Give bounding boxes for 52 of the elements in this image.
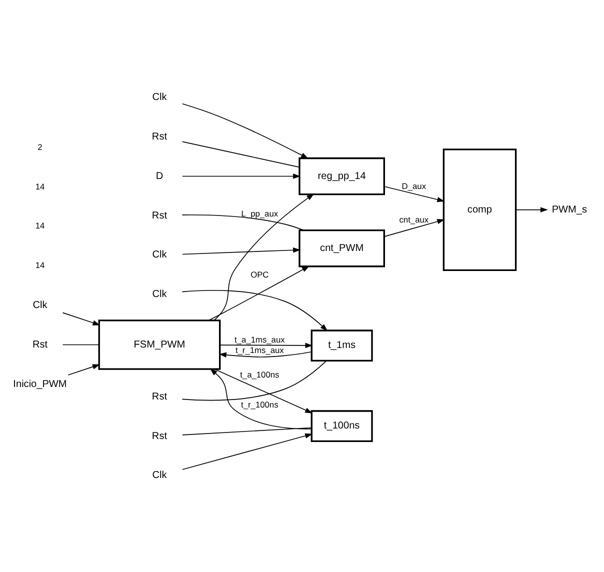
connector bbox=[182, 214, 304, 230]
arrow bbox=[210, 368, 312, 429]
arrow bbox=[182, 246, 301, 254]
node-text: D bbox=[156, 170, 164, 182]
label: 14 bbox=[35, 180, 45, 191]
node-box: FSM_PWM bbox=[98, 319, 221, 370]
arrow bbox=[214, 368, 313, 413]
arrow bbox=[214, 193, 314, 320]
arrow bbox=[384, 218, 445, 236]
node-text: Rst bbox=[32, 338, 48, 350]
arrow bbox=[220, 342, 313, 348]
edge-label: t_a_1ms_aux bbox=[234, 334, 285, 344]
arrow bbox=[68, 364, 100, 375]
edge-label: t_r_1ms_aux bbox=[235, 344, 284, 355]
label: 2 bbox=[38, 141, 42, 152]
arrow bbox=[182, 102, 308, 158]
node-text: Rst bbox=[152, 430, 168, 442]
arrow bbox=[515, 206, 548, 212]
connector bbox=[62, 344, 100, 345]
connector bbox=[182, 360, 327, 400]
edge-label: t_a_100ns bbox=[240, 368, 280, 379]
node-text: Rst bbox=[152, 210, 168, 221]
arrow bbox=[208, 265, 310, 320]
arrow bbox=[384, 186, 445, 202]
connector bbox=[182, 140, 300, 168]
arrow bbox=[182, 289, 328, 331]
node-text: Inicio_PWM bbox=[13, 378, 67, 390]
arrow bbox=[182, 432, 313, 470]
node-text: Rst bbox=[152, 390, 168, 402]
label: 14 bbox=[35, 260, 45, 270]
node-text: Clk bbox=[152, 288, 167, 300]
edge-label: cnt_aux bbox=[399, 214, 429, 224]
edge-label: D_aux bbox=[402, 180, 426, 190]
node-text: Clk bbox=[152, 470, 167, 481]
node-box: cnt_PWM bbox=[298, 229, 385, 267]
node-box: reg_pp_14 bbox=[298, 156, 385, 195]
node-text: Clk bbox=[152, 249, 167, 260]
arrow bbox=[62, 312, 100, 325]
label: 14 bbox=[35, 220, 45, 230]
node-text: PWM_s bbox=[552, 204, 588, 215]
edge-label: OPC bbox=[250, 269, 269, 280]
node-box: comp bbox=[442, 148, 517, 270]
node-box: t_1ms bbox=[310, 329, 373, 362]
edge-label: t_r_100ns bbox=[241, 399, 278, 410]
node-box: t_100ns bbox=[310, 410, 373, 442]
edge-label: L_pp_aux bbox=[241, 208, 278, 218]
node-text: Clk bbox=[32, 299, 48, 310]
node-text: Rst bbox=[152, 130, 168, 142]
connector bbox=[182, 426, 312, 435]
arrow bbox=[218, 350, 312, 358]
arrow bbox=[182, 173, 301, 178]
node-text: Clk bbox=[152, 92, 167, 103]
